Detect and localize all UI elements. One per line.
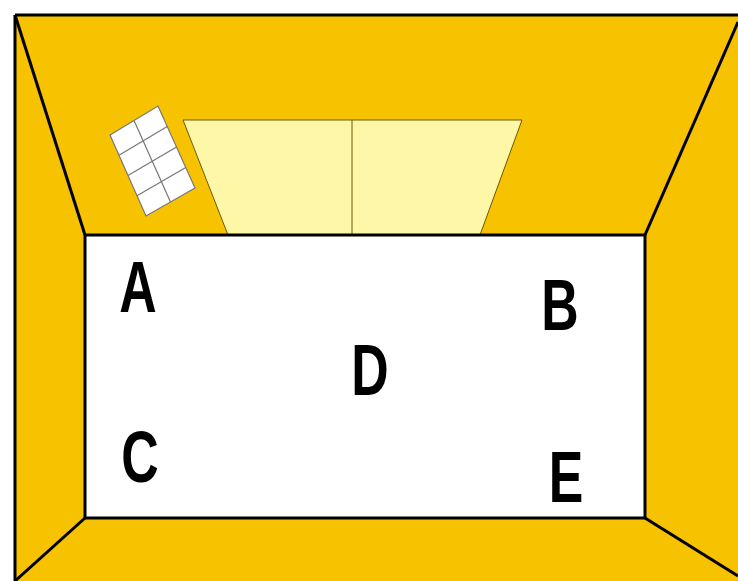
frame-top	[15, 14, 738, 17]
skylight	[183, 120, 522, 235]
corner-edge	[645, 22, 738, 235]
ceiling-panel	[110, 106, 195, 216]
panel-outline	[110, 106, 195, 216]
panel-grid-line	[119, 127, 167, 156]
back-wall	[85, 235, 645, 518]
position-letter: D	[351, 334, 388, 406]
position-letter: C	[121, 421, 158, 493]
corner-edge	[15, 518, 85, 581]
skylight-divider	[352, 120, 353, 235]
frame-left	[14, 15, 17, 581]
position-letter: E	[549, 441, 584, 513]
room-surfaces	[15, 15, 738, 581]
corner-edge	[15, 15, 85, 235]
panel-grid-line	[137, 168, 186, 196]
position-letter: B	[541, 269, 578, 341]
panel-grid-line	[128, 147, 177, 176]
corner-edge	[645, 518, 738, 576]
position-letter: A	[119, 251, 156, 323]
